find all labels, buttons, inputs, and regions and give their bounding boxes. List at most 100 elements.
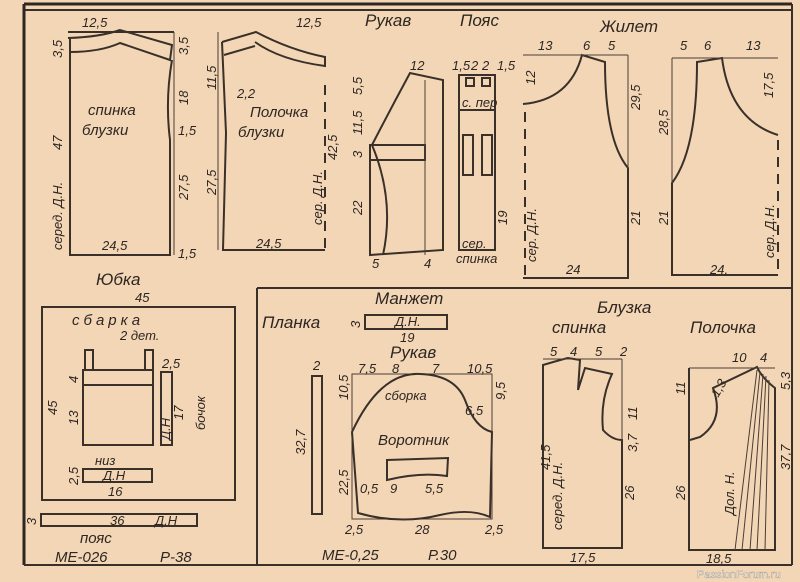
dim: 10 [732, 350, 747, 365]
watermark: PassionForum.ru [697, 569, 781, 581]
dim: 13 [538, 38, 553, 53]
dim: 7,5 [358, 361, 377, 376]
dim: 13 [746, 38, 761, 53]
dim: 21 [656, 211, 671, 226]
dim: 6 [704, 38, 712, 53]
dim: 9,5 [493, 381, 508, 400]
label: Полочка [690, 318, 756, 337]
label: сбарка [72, 312, 144, 329]
label: пояс [80, 530, 112, 547]
label: с. пер [462, 95, 497, 110]
dim: 4 [570, 344, 577, 359]
dim: 5 [595, 344, 603, 359]
label: спинка [456, 251, 497, 266]
sleeve-title: Рукав [365, 11, 411, 30]
dim: 1,5 [452, 58, 471, 73]
size: Р.30 [428, 547, 457, 564]
label: сер. [462, 236, 487, 251]
dim: Д.Н [101, 468, 126, 483]
vest-pattern: Жилет 13 6 5 12 29,5 21 сер. Д.Н. 24 5 6… [522, 17, 779, 279]
dim: 6,5 [465, 403, 484, 418]
dim: 12,5 [82, 15, 108, 30]
code: МЕ-026 [55, 549, 108, 566]
dim: 18,5 [706, 551, 732, 566]
dim: 17,5 [761, 72, 776, 98]
dim: 2,5 [484, 522, 504, 537]
dim: 5 [372, 256, 380, 271]
dim: 4 [424, 256, 431, 271]
dim: 45 [45, 400, 60, 415]
code: МЕ-0,25 [322, 547, 379, 564]
dim: 2 [312, 358, 321, 373]
dim: Д.Н. [393, 314, 421, 329]
dim: 2 [619, 344, 628, 359]
dim: 3 [350, 150, 365, 158]
dim: 5 [550, 344, 558, 359]
dim: 19 [400, 330, 414, 345]
dim: 17 [171, 405, 186, 420]
dim: 3,5 [176, 36, 191, 55]
dim: 24,5 [101, 238, 128, 253]
dim: 2,5 [344, 522, 364, 537]
dim: 28,5 [656, 109, 671, 136]
dim: 2 [470, 58, 479, 73]
label: сер. Д.Н. [310, 171, 325, 225]
dim: 5,5 [425, 481, 444, 496]
label: сер. Д.Н. [524, 208, 539, 262]
cuff-title: Манжет [375, 289, 443, 308]
dim: 7 [432, 361, 440, 376]
label: блузки [82, 122, 129, 139]
dim: 2,2 [236, 86, 256, 101]
dim: 47 [50, 135, 65, 150]
dim: 6 [583, 38, 591, 53]
dim: 22 [350, 200, 365, 216]
dim: 0,5 [360, 481, 379, 496]
dim: 1,5 [178, 123, 197, 138]
belt-title: Пояс [460, 11, 499, 30]
label: спинка [552, 318, 606, 337]
dim: 24. [709, 262, 728, 277]
collar-title: Воротник [378, 432, 450, 449]
label: блузки [238, 124, 285, 141]
dim: 1,3 [708, 376, 730, 400]
dim: 45 [135, 290, 150, 305]
label: 2 дет. [119, 328, 159, 343]
dim: 4 [66, 376, 81, 383]
vest-title: Жилет [599, 17, 658, 36]
dim: 5,3 [778, 371, 793, 390]
dim: 1,5 [178, 246, 197, 261]
label: Полочка [250, 104, 308, 121]
dim: 19 [495, 211, 510, 225]
dim: 26 [673, 485, 688, 501]
dim: 36 [110, 513, 125, 528]
pleat-lines [734, 369, 770, 551]
dim: 9 [390, 481, 397, 496]
dim: 22,5 [336, 469, 351, 496]
dim: 16 [108, 484, 123, 499]
planka-title: Планка [262, 313, 320, 332]
back-blouse-pattern: спинка блузки 12,5 24,5 серед. Д.Н. 47 3… [50, 15, 197, 261]
dim: 4 [760, 350, 767, 365]
dim: 10,5 [467, 361, 493, 376]
dim: 41,5 [538, 444, 553, 470]
dim: 11,5 [350, 110, 365, 135]
dim: 3 [348, 320, 363, 328]
dim: 27,5 [204, 169, 219, 196]
frames [22, 2, 793, 566]
dim: 3,7 [625, 433, 640, 452]
label: спинка [88, 102, 136, 119]
dim: 3 [24, 517, 39, 525]
skirt-pattern: Юбка 45 сбарка 2 дет. 45 4 13 2,5 17 Д.Н… [24, 270, 208, 566]
blouse-details-pattern: Планка 2 32,7 Манжет Д.Н. 3 19 Рукав сбо… [262, 289, 508, 564]
dim: Д.Н [158, 417, 173, 442]
dim: 5,5 [350, 76, 365, 95]
dim: 12 [523, 70, 538, 85]
dim: 32,7 [293, 429, 308, 455]
dim: 17,5 [570, 550, 596, 565]
dim: 5 [608, 38, 616, 53]
dim: 27,5 [176, 174, 191, 201]
label: бочок [193, 395, 208, 430]
blouse-title: Блузка [597, 298, 651, 317]
